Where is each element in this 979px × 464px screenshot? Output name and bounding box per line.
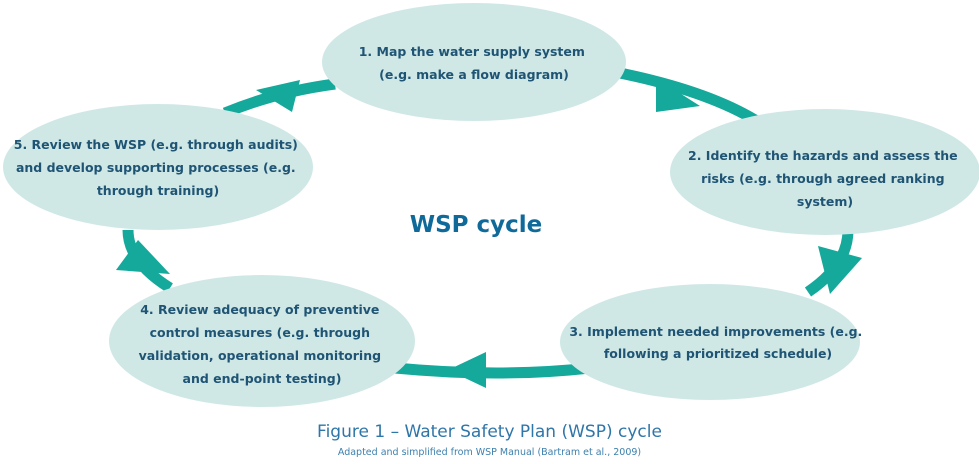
step-4-line: and end-point testing) [183, 371, 342, 386]
connector-1-2 [613, 66, 758, 125]
arrowhead-to-step-3 [818, 246, 862, 294]
svg-text:4. Review adequacy of preventi: 4. Review adequacy of preventive control… [139, 302, 386, 386]
figure-source-note: Adapted and simplified from WSP Manual (… [337, 447, 642, 458]
step-3-line: following a prioritized schedule) [604, 346, 832, 361]
step-5-line: 5. Review the WSP (e.g. through audits) [14, 137, 298, 152]
step-4-line: validation, operational monitoring [139, 348, 381, 363]
svg-text:1. Map the water supply system: 1. Map the water supply system (e.g. mak… [359, 44, 590, 82]
step-node-3-shape [560, 284, 860, 400]
step-1-line: 1. Map the water supply system [359, 44, 585, 59]
svg-text:5. Review the WSP (e.g. throug: 5. Review the WSP (e.g. through audits) … [14, 137, 302, 198]
arrowhead-to-step-5 [116, 240, 170, 274]
svg-text:3. Implement needed improvemen: 3. Implement needed improvements (e.g. f… [569, 324, 866, 361]
step-1-line: (e.g. make a flow diagram) [379, 67, 569, 82]
center-title: WSP cycle [410, 212, 543, 238]
step-3-line: 3. Implement needed improvements (e.g. [569, 324, 862, 339]
step-node-2: 2. Identify the hazards and assess the r… [670, 109, 979, 235]
step-4-line: control measures (e.g. through [150, 325, 370, 340]
step-node-4: 4. Review adequacy of preventive control… [109, 275, 415, 407]
step-node-1: 1. Map the water supply system (e.g. mak… [322, 3, 626, 121]
step-node-4-shape [109, 275, 415, 407]
wsp-cycle-diagram: 1. Map the water supply system (e.g. mak… [3, 3, 979, 407]
arrowhead-to-step-1 [256, 80, 300, 112]
step-5-line: through training) [97, 183, 219, 198]
svg-text:2. Identify the hazards and as: 2. Identify the hazards and assess the r… [688, 148, 962, 209]
arrowheads [116, 78, 862, 388]
figure-caption: Figure 1 – Water Safety Plan (WSP) cycle [317, 422, 662, 442]
step-node-5-shape [3, 104, 313, 230]
step-node-5: 5. Review the WSP (e.g. through audits) … [3, 104, 313, 230]
arrowhead-to-step-2 [656, 78, 700, 112]
step-2-line: 2. Identify the hazards and assess the [688, 148, 958, 163]
step-2-line: system) [797, 194, 853, 209]
step-node-3: 3. Implement needed improvements (e.g. f… [560, 284, 866, 400]
arrowhead-to-step-4 [448, 352, 486, 388]
connector-3-4 [394, 362, 591, 379]
step-4-line: 4. Review adequacy of preventive [140, 302, 379, 317]
step-2-line: risks (e.g. through agreed ranking [701, 171, 944, 186]
step-5-line: and develop supporting processes (e.g. [16, 160, 296, 175]
step-node-2-shape [670, 109, 979, 235]
step-node-1-shape [322, 3, 626, 121]
